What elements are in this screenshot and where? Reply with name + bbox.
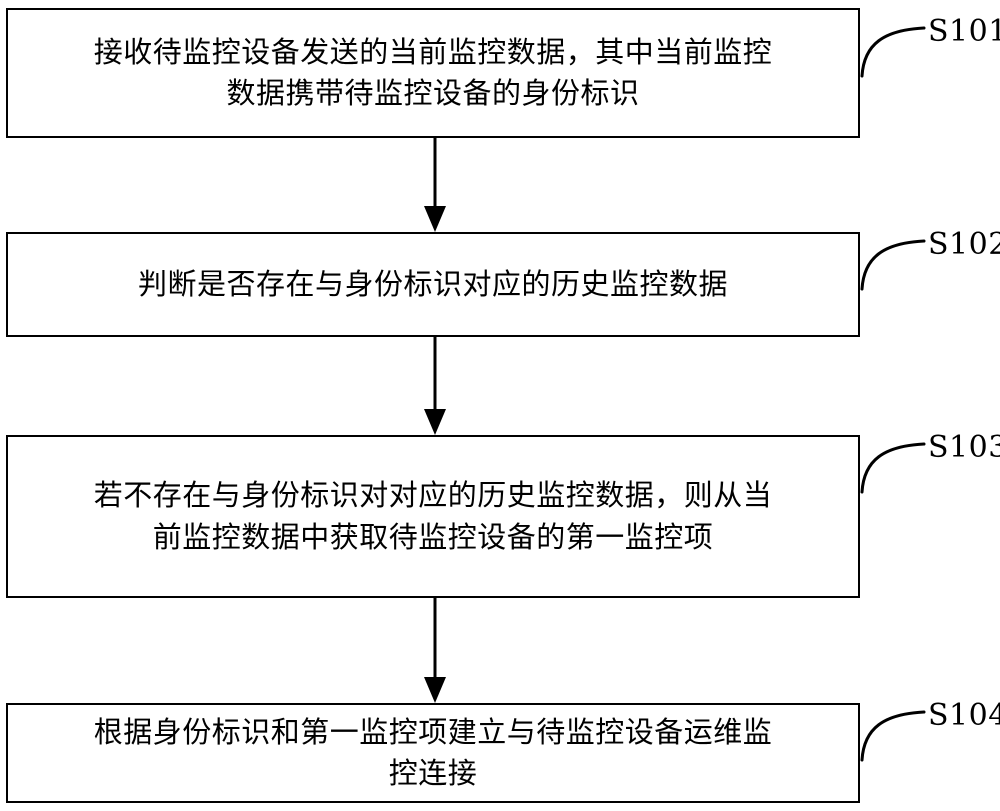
flow-step-box-s103: 若不存在与身份标识对对应的历史监控数据，则从当 前监控数据中获取待监控设备的第一… [6,435,860,598]
leader-line-s101 [860,26,926,78]
flow-step-text-s103: 若不存在与身份标识对对应的历史监控数据，则从当 前监控数据中获取待监控设备的第一… [93,478,773,554]
step-label-s103: S103 [928,430,1000,465]
connector-stem [433,138,437,208]
leader-path [860,26,926,78]
step-label-s101: S101 [928,14,1000,49]
connector-stem [433,337,437,411]
arrowhead-down-icon [424,206,446,232]
leader-path [860,710,926,762]
arrowhead-down-icon [424,409,446,435]
flow-step-text-s101: 接收待监控设备发送的当前监控数据，其中当前监控 数据携带待监控设备的身份标识 [93,34,773,110]
connector-stem [433,598,437,679]
flow-step-text-s102: 判断是否存在与身份标识对应的历史监控数据 [137,266,728,301]
step-label-s102: S102 [928,227,1000,262]
flow-step-text-s104: 根据身份标识和第一监控项建立与待监控设备运维监 控连接 [93,714,773,790]
leader-line-s102 [860,239,926,291]
leader-line-s103 [860,442,926,494]
leader-line-s104 [860,710,926,762]
step-label-s104: S104 [928,698,1000,733]
flow-step-box-s102: 判断是否存在与身份标识对应的历史监控数据 [6,232,860,337]
arrowhead-down-icon [424,677,446,703]
leader-path [860,442,926,494]
flow-step-box-s104: 根据身份标识和第一监控项建立与待监控设备运维监 控连接 [6,703,860,803]
flow-step-box-s101: 接收待监控设备发送的当前监控数据，其中当前监控 数据携带待监控设备的身份标识 [6,8,860,138]
leader-path [860,239,926,291]
